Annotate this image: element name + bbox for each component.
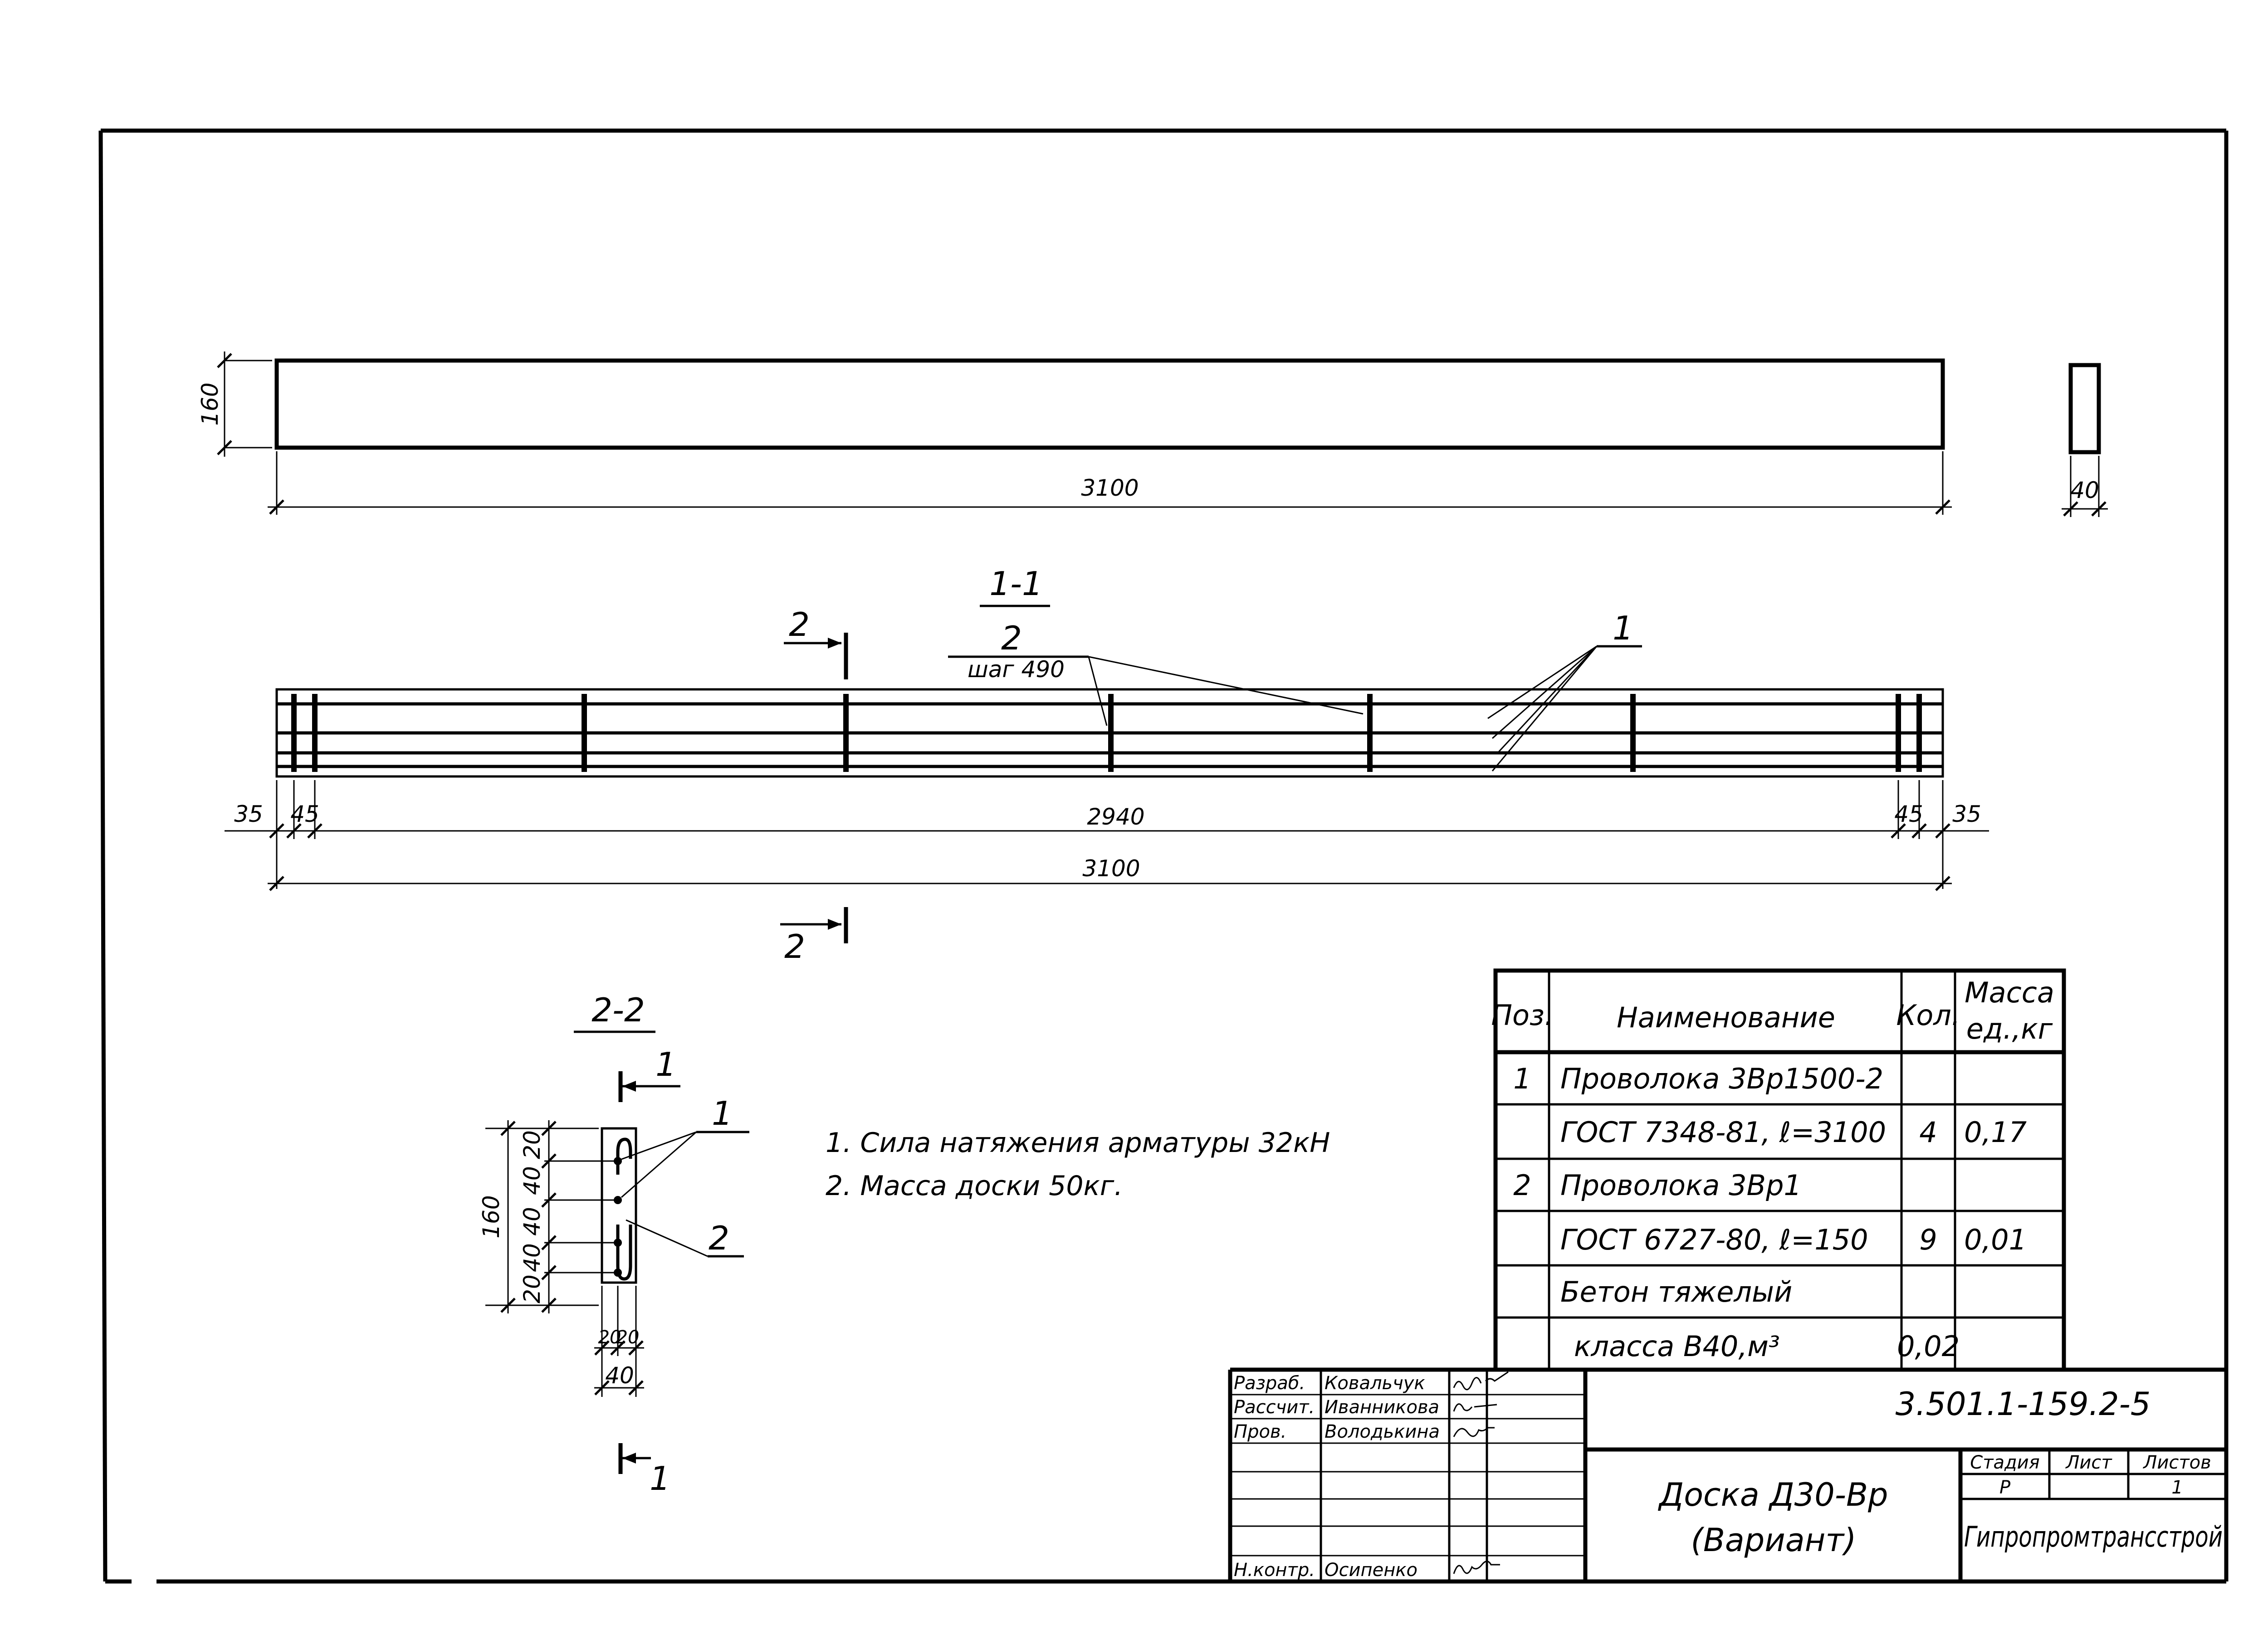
spec-header-name: Наименование: [1617, 1001, 1835, 1034]
spec-row-0-name: Проволока 3Вр1500-2: [1560, 1062, 1883, 1095]
plank-end-view: [2068, 363, 2101, 454]
sheets-value: 1: [2171, 1477, 2183, 1498]
section-2-2-dim-v-2: 40: [519, 1207, 545, 1236]
cut-2-top-label: 2: [789, 605, 810, 644]
cut-1-bottom-label: 1: [650, 1459, 670, 1498]
dim-right-45: 45: [1894, 801, 1923, 827]
stirrup-step-label: шаг 490: [968, 656, 1065, 683]
doc-code: 3.501.1-159.2-5: [1896, 1386, 2151, 1423]
spec-row-5-name: класса В40,м³: [1574, 1330, 1780, 1363]
section-2-2-dim-v-0: 20: [519, 1130, 545, 1159]
spec-table: Поз. Наименование Кол. Масса ед.,кг 1 Пр…: [1491, 968, 2066, 1372]
section-2-2-title: 2-2: [591, 991, 645, 1029]
sheets-label: Листов: [2142, 1452, 2211, 1473]
drawing-title-2: (Вариант): [1691, 1522, 1857, 1559]
spec-header-pos: Поз.: [1491, 999, 1553, 1032]
spec-header-qty: Кол.: [1896, 999, 1960, 1032]
plan-length-dim: 3100: [1081, 475, 1139, 501]
spec-row-1-mass: 0,17: [1964, 1116, 2027, 1149]
dim-right-35: 35: [1952, 801, 1981, 827]
section-2-2-outline: [601, 1127, 637, 1284]
spec-row-1-name: ГОСТ 7348-81, ℓ=3100: [1560, 1116, 1886, 1149]
section-2-2-wire-label: 1: [712, 1094, 733, 1132]
spec-header-mass-2: ед.,кг: [1966, 1012, 2053, 1045]
signer-6-name: Осипенко: [1325, 1560, 1418, 1581]
section-2-2-dim-v-1: 40: [519, 1166, 545, 1195]
spec-row-0-pos: 1: [1513, 1062, 1531, 1095]
dim-left-45: 45: [290, 801, 319, 827]
section-2-2: 2-2 1 1 1 2 160: [478, 991, 749, 1498]
plan-view: 160 3100: [197, 351, 1952, 515]
spec-row-2-pos: 2: [1513, 1169, 1531, 1202]
section-2-2-dim-v-4: 20: [519, 1274, 545, 1303]
section-2-2-width-dim: 40: [605, 1362, 634, 1389]
spec-row-3-mass: 0,01: [1964, 1223, 2027, 1256]
section-1-1: 1-1 2 2 2 шаг 490: [225, 565, 1989, 966]
signer-1-role: Рассчит.: [1234, 1397, 1315, 1418]
sheet-frame: [98, 128, 2229, 1584]
sheet-label: Лист: [2065, 1452, 2112, 1473]
section-2-2-stirrup-label: 2: [709, 1219, 729, 1257]
note-1: 1. Сила натяжения арматуры 32кН: [826, 1127, 1330, 1159]
stage-value: Р: [1999, 1477, 2011, 1498]
signer-2-name: Володькина: [1325, 1421, 1440, 1442]
end-width-dim: 40: [2070, 477, 2099, 503]
dim-left-35: 35: [234, 801, 263, 827]
stirrup-leader-label: 2: [1001, 619, 1022, 657]
dim-total-3100: 3100: [1082, 855, 1140, 882]
spec-row-2-name: Проволока 3Вр1: [1560, 1169, 1802, 1202]
section-2-2-dim-v-3: 40: [519, 1243, 545, 1272]
notes: 1. Сила натяжения арматуры 32кН 2. Масса…: [826, 1127, 1330, 1202]
signer-0-role: Разраб.: [1234, 1373, 1305, 1394]
cut-1-top-label: 1: [655, 1045, 676, 1083]
note-2: 2. Масса доски 50кг.: [826, 1170, 1123, 1202]
cut-2-bottom-label: 2: [784, 927, 805, 966]
spec-row-1-qty: 4: [1919, 1116, 1937, 1149]
section-2-2-dim-h-a: 20: [598, 1327, 621, 1348]
spec-row-5-qty: 0,02: [1897, 1330, 1960, 1363]
end-view: 40: [2062, 363, 2108, 517]
section-2-2-height-dim: 160: [478, 1195, 504, 1238]
spec-row-3-name: ГОСТ 6727-80, ℓ=150: [1560, 1223, 1868, 1256]
plan-height-dim: 160: [197, 382, 223, 425]
signatures: [1453, 1371, 1509, 1574]
title-block: Разраб. Ковальчук Рассчит. Иванникова Пр…: [1228, 1367, 2226, 1581]
signer-0-name: Ковальчук: [1325, 1373, 1425, 1394]
wire-leader-label: 1: [1613, 609, 1633, 647]
drawing-title-1: Доска Д30-Вр: [1658, 1476, 1888, 1513]
signer-1-name: Иванникова: [1325, 1397, 1439, 1418]
spec-row-4-name: Бетон тяжелый: [1560, 1275, 1792, 1308]
dim-mid-2940: 2940: [1087, 804, 1144, 830]
spec-row-3-qty: 9: [1919, 1223, 1937, 1256]
signer-6-role: Н.контр.: [1234, 1560, 1315, 1581]
signer-2-role: Пров.: [1234, 1421, 1286, 1442]
spec-header-mass-1: Масса: [1965, 976, 2054, 1009]
plank-elevation: [274, 358, 1945, 450]
section-2-2-dim-h-b: 20: [616, 1327, 640, 1348]
stage-label: Стадия: [1970, 1452, 2039, 1473]
organization: Гипропромтрансстрой: [1964, 1520, 2223, 1553]
stirrups: [291, 694, 1922, 772]
section-1-1-title: 1-1: [989, 565, 1043, 603]
